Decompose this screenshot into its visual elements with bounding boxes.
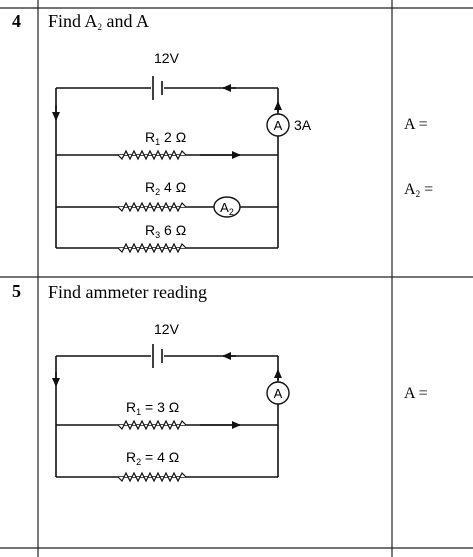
resistor-r1-icon xyxy=(117,149,187,161)
ammeter-main: A xyxy=(266,381,290,405)
ammeter-reading: 3A xyxy=(294,117,312,133)
ammeter-a2-icon xyxy=(213,196,241,218)
resistor-r2-icon xyxy=(117,201,187,213)
battery-label: 12V xyxy=(154,50,180,66)
ammeter-letter: A xyxy=(274,118,283,133)
question-title: Find ammeter reading xyxy=(48,282,207,302)
battery xyxy=(152,76,163,100)
resistor-r2-label: R2 = 4 Ω xyxy=(126,449,179,467)
ammeter-letter: A xyxy=(274,386,283,401)
ammeter-a2-label: A2 xyxy=(220,200,234,217)
battery xyxy=(152,344,163,368)
answer-a2-label: A2 = xyxy=(404,181,433,199)
question-title: Find A2 and A xyxy=(48,11,149,32)
resistor-r2-icon xyxy=(117,471,187,483)
resistor-r2-label: R2 4 Ω xyxy=(145,179,186,197)
battery-label: 12V xyxy=(154,321,180,337)
resistor-r3-icon xyxy=(117,242,187,254)
ammeter-a2: A2 xyxy=(213,196,241,218)
ammeter-icon xyxy=(266,113,290,137)
ammeter-icon xyxy=(266,381,290,405)
answer-a-label: A = xyxy=(404,385,428,402)
resistor-r1-icon xyxy=(117,419,187,431)
question-row-5: 5 Find ammeter reading 12V A R1 = 3 Ω xyxy=(12,281,428,483)
answer-a-label: A = xyxy=(404,116,428,133)
resistor-r1-label: R1 2 Ω xyxy=(145,129,186,147)
question-number: 4 xyxy=(12,11,21,31)
question-number: 5 xyxy=(12,281,21,301)
resistor-r3-label: R3 6 Ω xyxy=(145,222,186,240)
ammeter-main: A xyxy=(266,113,290,137)
resistor-r1-label: R1 = 3 Ω xyxy=(126,399,179,417)
question-row-4: 4 Find A2 and A 12V xyxy=(12,11,433,254)
